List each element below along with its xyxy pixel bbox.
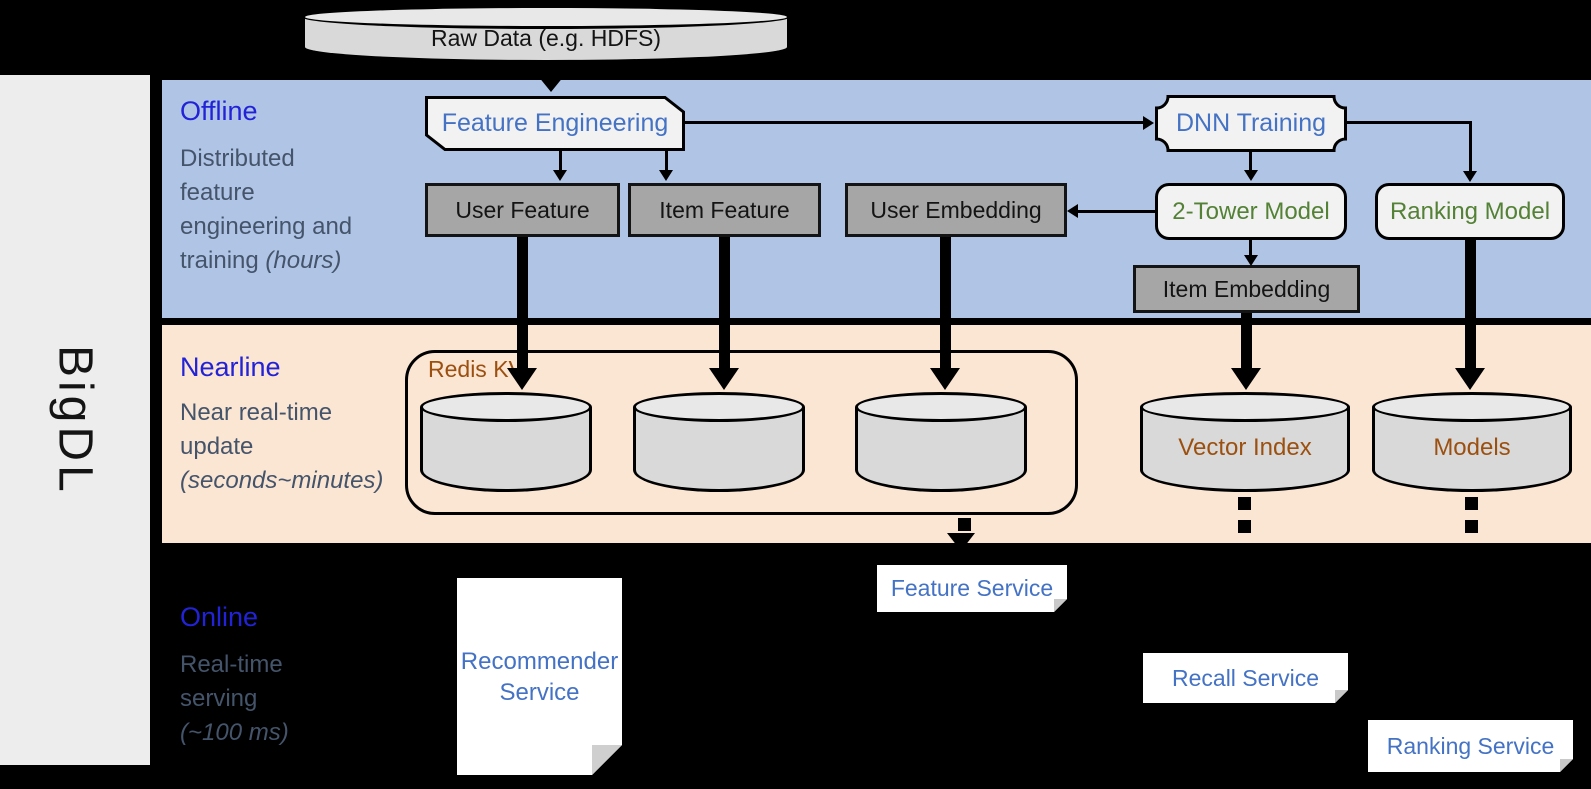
arrow-ranking-model-to-models-head bbox=[1455, 368, 1485, 390]
redis-cylinder-1 bbox=[420, 392, 592, 492]
redis-cylinder-2 bbox=[633, 392, 805, 492]
arrow-two-tower-to-item-embedding-line bbox=[1249, 240, 1252, 257]
redis-cylinder-1-top bbox=[420, 392, 592, 422]
raw-data-cylinder: Raw Data (e.g. HDFS) bbox=[302, 5, 790, 63]
offline-duration-text: (hours) bbox=[265, 247, 342, 274]
redis-cylinder-2-top bbox=[633, 392, 805, 422]
offline-description-text: Distributed feature engineering and trai… bbox=[180, 145, 353, 274]
arrow-dnn-to-two-tower-line bbox=[1249, 152, 1252, 172]
arrow-rawdata-to-feature-engineering-line bbox=[547, 62, 555, 78]
arrow-fe-to-item-feature-line bbox=[665, 151, 668, 172]
feature-engineering-node: Feature Engineering bbox=[425, 96, 685, 151]
nearline-description: Near real-time update (seconds~minutes) bbox=[180, 396, 450, 498]
dnn-training-shape bbox=[1155, 95, 1347, 152]
online-duration-text: (~100 ms) bbox=[180, 719, 289, 746]
raw-data-label: Raw Data (e.g. HDFS) bbox=[430, 25, 662, 51]
arrow-item-feature-to-redis-line bbox=[719, 237, 730, 370]
arrow-models-to-ranking-dash-1 bbox=[1465, 497, 1478, 510]
arrow-item-feature-to-redis-head bbox=[709, 368, 739, 390]
redis-cylinder-3-top bbox=[855, 392, 1027, 422]
online-description: Real-time serving (~100 ms) bbox=[180, 648, 450, 750]
online-description-text: Real-time serving bbox=[180, 651, 283, 712]
feature-engineering-shape bbox=[425, 96, 685, 151]
ranking-service-fold-icon bbox=[1560, 759, 1573, 772]
arrow-fe-to-dnn-line bbox=[685, 121, 1145, 124]
arrow-fe-to-user-feature-head bbox=[553, 170, 567, 181]
bigdl-logo-text: BigDL bbox=[48, 344, 102, 496]
recommender-service-fold-icon bbox=[592, 745, 622, 775]
arrow-two-tower-to-item-embedding-head bbox=[1244, 255, 1258, 266]
vector-index-cylinder-top bbox=[1140, 392, 1350, 422]
models-cylinder: Models bbox=[1372, 392, 1572, 492]
vector-index-cylinder: Vector Index bbox=[1140, 392, 1350, 492]
arrow-user-feature-to-redis-line bbox=[517, 237, 528, 370]
arrow-fe-to-dnn-head bbox=[1143, 116, 1154, 130]
offline-description: Distributed feature engineering and trai… bbox=[180, 142, 430, 278]
arrow-fe-to-user-feature-line bbox=[559, 151, 562, 172]
nearline-description-text: Near real-time update bbox=[180, 399, 333, 460]
recall-service-label: Recall Service bbox=[1172, 664, 1319, 691]
arrow-user-feature-to-redis-head bbox=[507, 368, 537, 390]
ranking-model-label: Ranking Model bbox=[1389, 197, 1551, 225]
user-embedding-node: User Embedding bbox=[845, 183, 1067, 237]
nearline-duration-text: (seconds~minutes) bbox=[180, 467, 384, 494]
user-feature-label: User Feature bbox=[455, 196, 590, 223]
arrow-user-embedding-to-redis-head bbox=[930, 368, 960, 390]
feature-engineering-label: Feature Engineering bbox=[441, 109, 669, 137]
recall-service-node: Recall Service bbox=[1143, 653, 1348, 703]
arrow-dnn-to-ranking-vline bbox=[1469, 121, 1472, 173]
redis-kv-container bbox=[405, 350, 1078, 515]
arrow-ranking-model-to-models-line bbox=[1465, 240, 1476, 370]
offline-title: Offline bbox=[180, 96, 258, 126]
arrow-item-embedding-to-vector-index-head bbox=[1231, 368, 1261, 390]
redis-cylinder-3 bbox=[855, 392, 1027, 492]
feature-service-label: Feature Service bbox=[890, 575, 1054, 601]
arrow-user-embedding-to-redis-line bbox=[940, 237, 951, 370]
recall-service-fold-icon bbox=[1335, 690, 1348, 703]
two-tower-model-node: 2-Tower Model bbox=[1155, 183, 1347, 240]
arrow-fe-to-item-feature-head bbox=[659, 170, 673, 181]
arrow-dnn-to-two-tower-head bbox=[1244, 170, 1258, 181]
arrow-vector-index-to-recall-dash-2 bbox=[1238, 520, 1251, 533]
raw-data-cylinder-top bbox=[302, 5, 790, 29]
vector-index-label: Vector Index bbox=[1178, 434, 1312, 461]
ranking-service-node: Ranking Service bbox=[1368, 720, 1573, 772]
arrow-rawdata-to-feature-engineering-head bbox=[538, 76, 564, 92]
online-title: Online bbox=[180, 602, 259, 632]
models-cylinder-top bbox=[1372, 392, 1572, 422]
ranking-model-node: Ranking Model bbox=[1375, 183, 1565, 240]
arrow-redis-to-feature-service-head bbox=[947, 533, 975, 551]
user-feature-node: User Feature bbox=[425, 183, 620, 237]
arrow-item-embedding-to-vector-index-line bbox=[1241, 313, 1252, 370]
arrow-dnn-to-ranking-head bbox=[1463, 171, 1477, 182]
arrow-models-to-ranking-dash-2 bbox=[1465, 520, 1478, 533]
two-tower-model-label: 2-Tower Model bbox=[1172, 197, 1330, 225]
dnn-training-node: DNN Training bbox=[1155, 95, 1347, 152]
ranking-service-label: Ranking Service bbox=[1386, 732, 1555, 759]
recommender-service-label: Recommender Service bbox=[460, 647, 619, 706]
item-feature-label: Item Feature bbox=[659, 196, 790, 223]
recommender-service-node: Recommender Service bbox=[457, 578, 622, 775]
item-embedding-label: Item Embedding bbox=[1162, 275, 1331, 302]
arrow-redis-to-feature-service-dash bbox=[958, 518, 971, 531]
arrow-two-tower-to-user-embedding-line bbox=[1078, 210, 1155, 213]
nearline-title: Nearline bbox=[180, 352, 281, 382]
arrow-dnn-to-ranking-hline bbox=[1347, 121, 1472, 124]
dnn-training-label: DNN Training bbox=[1175, 109, 1327, 137]
item-embedding-node: Item Embedding bbox=[1133, 265, 1360, 313]
user-embedding-label: User Embedding bbox=[870, 196, 1042, 223]
arrow-vector-index-to-recall-dash-1 bbox=[1238, 497, 1251, 510]
models-label: Models bbox=[1433, 434, 1511, 461]
feature-service-fold-icon bbox=[1054, 599, 1067, 612]
item-feature-node: Item Feature bbox=[628, 183, 821, 237]
feature-service-node: Feature Service bbox=[877, 565, 1067, 612]
bigdl-sidebar: BigDL bbox=[0, 75, 150, 765]
arrow-two-tower-to-user-embedding-head bbox=[1067, 204, 1078, 218]
